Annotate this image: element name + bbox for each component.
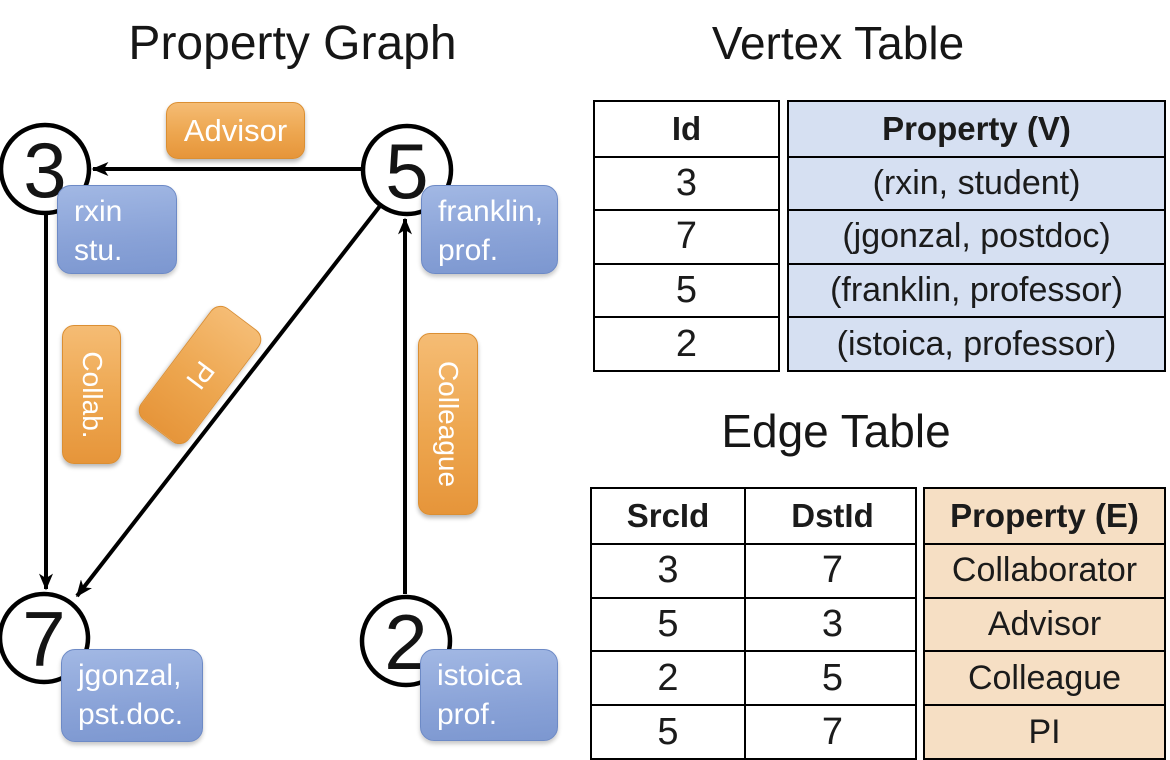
vertex-property-line: stu.: [74, 234, 123, 267]
edge-pi-5-to-7: [75, 204, 382, 598]
edge-table-title: Edge Table: [721, 405, 951, 457]
edge-table-property-column: Property (E) Collaborator Advisor Collea…: [923, 487, 1166, 760]
edge-table-header-property: Property (E): [925, 489, 1164, 543]
vertex-property-line: jgonzal,: [78, 659, 182, 692]
vertex-table-property-cell: (istoica, professor): [789, 316, 1164, 370]
vertex-table-id-cell: 2: [595, 316, 778, 370]
vertex-property-line: franklin,: [438, 195, 544, 228]
edge-table-src-cell: 5: [592, 596, 744, 651]
vertex-property-line: pst.doc.: [78, 698, 184, 731]
edge-table-dst-cell: 7: [744, 704, 919, 758]
edge-label-colleague-text: Colleague: [433, 360, 464, 488]
edge-label-collab: Collab.: [62, 325, 121, 464]
vertex-table-id-cell: 5: [595, 262, 778, 317]
edge-table-header-dstid: DstId: [744, 489, 919, 543]
vertex-table-id-cell: 7: [595, 209, 778, 263]
edge-table-header-srcid: SrcId: [626, 496, 710, 534]
vertex-table-id-column: Id 3 7 5 2: [593, 100, 780, 372]
vertex-property-box-franklin: franklin, prof.: [421, 185, 558, 274]
vertex-property-line: prof.: [437, 698, 498, 731]
edge-table-property-cell: Advisor: [925, 596, 1164, 651]
vertex-property-box-rxin: rxin stu.: [57, 185, 177, 274]
edge-table-src-dst-columns: SrcId DstId 3 7 5 3 2 5 5 7: [590, 487, 919, 760]
edge-label-pi-text: PI: [180, 355, 221, 396]
vertex-table-property-cell: (rxin, student): [789, 155, 1164, 210]
edge-table-dst-cell: 7: [744, 542, 919, 597]
node-id-7: 7: [22, 595, 65, 683]
edge-label-colleague: Colleague: [418, 333, 478, 515]
edge-table-property-cell: PI: [925, 704, 1164, 758]
vertex-property-box-istoica: istoica prof.: [420, 649, 558, 741]
edge-table-dst-cell: 3: [744, 596, 919, 651]
edge-table-src-cell: 5: [592, 704, 744, 758]
vertex-table-id-cell: 3: [595, 155, 778, 210]
vertex-table-column-gap: [780, 100, 787, 372]
vertex-table-title: Vertex Table: [711, 17, 965, 69]
edge-table: SrcId DstId 3 7 5 3 2 5 5 7 Property (E)…: [590, 487, 1166, 760]
vertex-table-property-column: Property (V) (rxin, student) (jgonzal, p…: [787, 100, 1166, 372]
vertex-property-line: istoica: [437, 659, 523, 692]
edge-label-advisor: Advisor: [166, 102, 305, 159]
vertex-table-property-cell: (jgonzal, postdoc): [789, 209, 1164, 263]
edge-table-dst-cell: 5: [744, 650, 919, 705]
edge-table-column-gap: [917, 487, 923, 760]
vertex-property-line: rxin: [74, 195, 123, 228]
edge-label-collab-text: Collab.: [76, 350, 108, 439]
vertex-property-box-jgonzal: jgonzal, pst.doc.: [61, 649, 203, 742]
vertex-table-property-cell: (franklin, professor): [789, 262, 1164, 317]
graph-title: Property Graph: [128, 17, 457, 70]
vertex-table-header-property: Property (V): [789, 102, 1164, 156]
edge-table-src-cell: 3: [592, 542, 744, 597]
edge-table-src-cell: 2: [592, 650, 744, 704]
vertex-table-header-id: Id: [671, 109, 702, 147]
edge-table-property-cell: Collaborator: [925, 542, 1164, 597]
edge-table-property-cell: Colleague: [925, 650, 1164, 705]
vertex-table: Id 3 7 5 2 Property (V) (rxin, student) …: [593, 100, 1166, 372]
edge-label-advisor-text: Advisor: [183, 112, 288, 148]
vertex-property-line: prof.: [438, 234, 499, 267]
